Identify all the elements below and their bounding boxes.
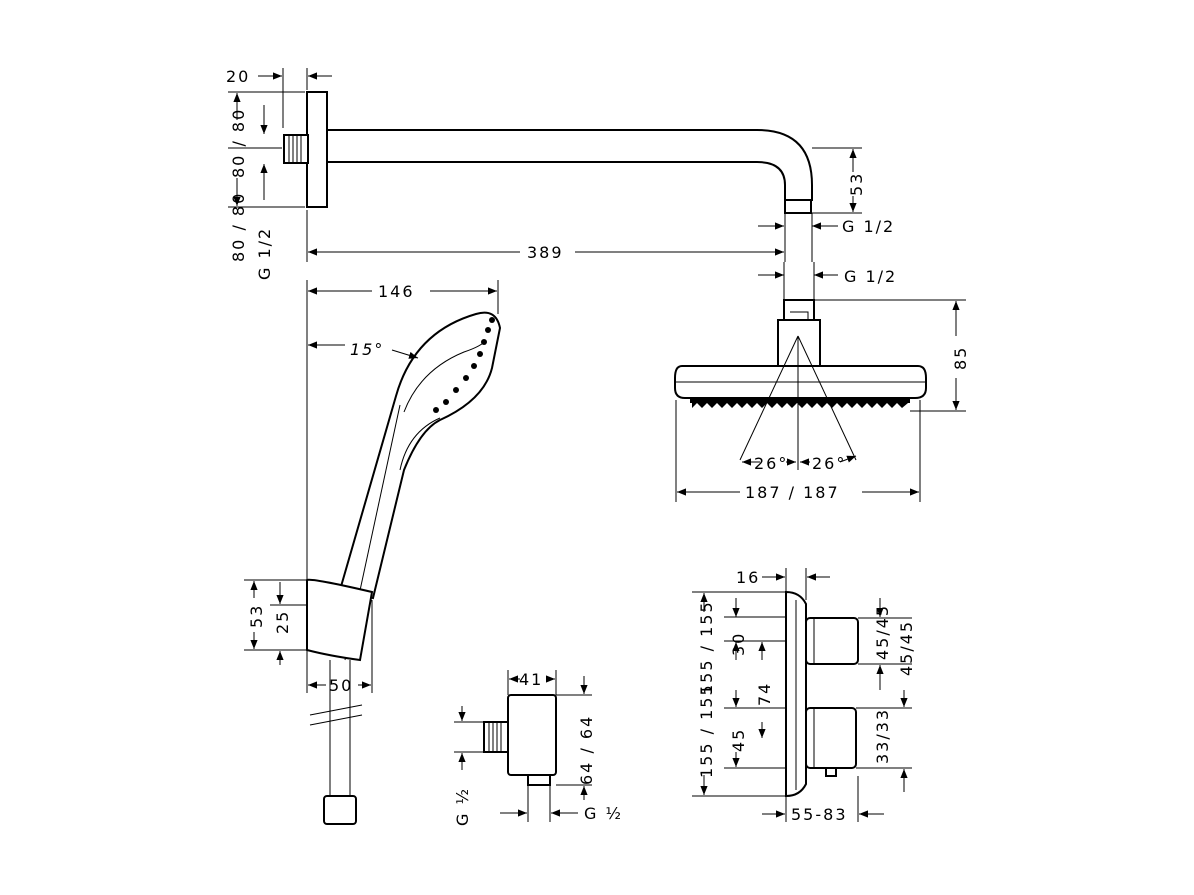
arm-dim-80-80-lower: 80 / 80 [229,192,248,262]
thermo-dim-45-45-top: 45/45 [873,604,892,660]
wall-outlet-group: 41 64 / 64 G ½ G ½ [453,670,623,826]
outlet-dim-41: 41 [519,670,543,689]
arm-dim-53: 53 [847,172,866,196]
hand-dim-25: 25 [273,610,292,634]
head-dim-187: 187 / 187 [745,483,840,502]
outlet-dim-g-half-left: G ½ [453,787,472,826]
shower-arm [326,129,813,201]
thermo-dim-155-upper: 155 / 155 [697,600,716,695]
thermo-dim-74: 74 [755,682,774,706]
thermostat-lower-stub [825,767,837,777]
hand-shower-body [338,311,502,600]
wall-flange [306,91,328,208]
thermo-dim-45-45-mid: 45/45 [897,620,916,676]
thermo-dim-155-lower: 155 / 155 [697,683,716,778]
thermo-dim-45: 45 [729,728,748,752]
wall-outlet-body [507,694,557,776]
arm-thread [283,134,309,164]
arm-dim-g12-outlet: G 1/2 [842,217,895,236]
thermo-dim-30: 30 [729,632,748,656]
hand-dim-146: 146 [378,282,415,301]
wall-outlet-bottom-thread [527,774,551,786]
hose-connector [323,795,357,825]
arm-dim-g12-vertical: G 1/2 [255,227,274,280]
wall-outlet-thread [483,721,509,753]
outlet-dim-64: 64 / 64 [577,715,596,785]
hand-spray-nozzles [433,317,495,413]
hand-dim-50: 50 [329,676,353,695]
arm-dim-389: 389 [527,243,564,262]
head-shower-group: 26° 26° G 1/2 85 187 / 187 [674,262,970,502]
head-angle-right: 26° [812,454,846,473]
outlet-dim-g-half-right: G ½ [584,804,623,823]
arm-thread-lines [288,135,302,163]
hand-angle-15: 15° [350,340,384,359]
hand-shower-group: 146 15° 53 25 50 [244,280,502,825]
arm-dim-20: 20 [226,67,250,86]
head-ball-joint [777,319,821,367]
thermostat-group: 16 155 / 155 155 / 155 30 74 45 45/45 45… [692,568,916,824]
head-angle-left: 26° [754,454,788,473]
arm-outlet-thread [784,199,812,214]
head-dim-g12: G 1/2 [844,267,897,286]
head-dim-85: 85 [951,346,970,370]
thermo-dim-55-83: 55-83 [791,805,848,824]
head-connector-nut [783,299,815,321]
head-spray-nozzles [690,399,910,408]
thermo-dim-16: 16 [736,568,760,587]
thermo-dim-33-33: 33/33 [873,708,892,764]
shower-arm-group: 20 80 / 80 80 / 80 G 1/2 53 G 1/2 389 [226,67,895,280]
hand-shower-holder [306,578,374,662]
arm-dim-80-80-upper: 80 / 80 [229,108,248,178]
hand-dim-53: 53 [247,604,266,628]
thermostat-upper-knob [805,617,859,665]
